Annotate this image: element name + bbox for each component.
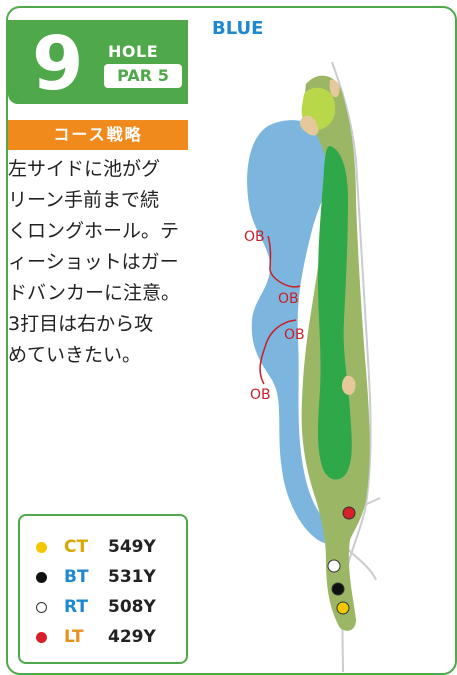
tee-yardage: 549Y xyxy=(108,537,156,557)
water-hazard xyxy=(247,120,339,544)
hole-map: OB OB OB OB xyxy=(244,61,381,673)
tee-yardage: 531Y xyxy=(108,567,156,587)
strategy-line: くロングホール。テ xyxy=(8,220,180,242)
strategy-line: ドバンカーに注意。 xyxy=(8,282,180,304)
strategy-line: 3打目は右から攻 xyxy=(8,313,154,335)
strategy-line: めていきたい。 xyxy=(8,344,142,366)
yardage-row-ct: CT 549Y xyxy=(36,532,186,562)
strategy-line: ィーショットはガー xyxy=(8,251,179,273)
tee-name: RT xyxy=(64,597,88,617)
hole-number: 9 xyxy=(32,21,84,107)
cart-path-branch xyxy=(345,547,377,581)
ob-label: OB xyxy=(244,229,265,245)
fairway xyxy=(318,146,352,480)
ct-tee-marker-icon xyxy=(336,601,350,615)
rt-tee-marker-icon xyxy=(327,559,341,573)
yardage-row-bt: BT 531Y xyxy=(36,562,186,592)
par-text: PAR 5 xyxy=(117,66,169,85)
strategy-line: リーン手前まで続 xyxy=(8,189,160,211)
bunker xyxy=(342,375,356,395)
yardage-box: CT 549Y BT 531Y RT 508Y LT 429Y xyxy=(18,514,188,664)
tee-marker-bt-icon xyxy=(36,572,47,583)
ob-label: OB xyxy=(250,387,271,403)
bunker xyxy=(299,115,319,136)
hole-label: HOLE xyxy=(108,42,159,61)
ob-line xyxy=(259,319,297,385)
strategy-line: 左サイドに池がグ xyxy=(8,158,161,180)
tee-yardage: 429Y xyxy=(108,627,156,647)
tees-label: BLUE xyxy=(212,18,264,39)
tee-marker-rt-icon xyxy=(36,602,47,613)
tee-name: CT xyxy=(64,537,89,557)
tee-name: BT xyxy=(64,567,89,587)
hole-header: 9 HOLE PAR 5 xyxy=(8,20,188,107)
ob-label: OB xyxy=(278,291,299,307)
strategy-title: コース戦略 xyxy=(53,125,143,144)
bt-tee-marker-icon xyxy=(331,582,345,596)
tee-marker-ct-icon xyxy=(36,542,47,553)
tee-marker-lt-icon xyxy=(36,632,47,643)
strategy-header: コース戦略 xyxy=(8,120,188,150)
ob-label: OB xyxy=(284,327,305,343)
cart-path xyxy=(331,61,372,673)
tee-name: LT xyxy=(64,627,84,647)
bunker xyxy=(329,79,340,98)
yardage-row-rt: RT 508Y xyxy=(36,592,186,622)
lt-tee-marker-icon xyxy=(342,506,356,520)
ob-line xyxy=(267,235,301,288)
yardage-row-lt: LT 429Y xyxy=(36,622,186,652)
tee-yardage: 508Y xyxy=(108,597,156,617)
strategy-description: 左サイドに池がグ リーン手前まで続 くロングホール。テ ィーショットはガー ドバ… xyxy=(8,154,192,371)
par-badge: PAR 5 xyxy=(104,64,182,88)
